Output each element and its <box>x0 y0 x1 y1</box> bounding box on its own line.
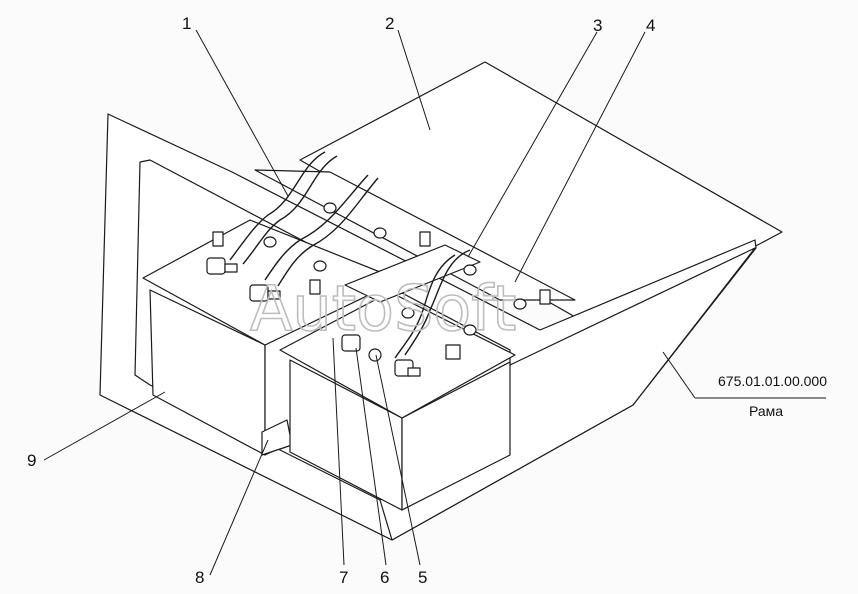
callout-9: 9 <box>27 451 36 470</box>
leader-lines <box>43 29 826 576</box>
mount-tabs <box>212 231 551 360</box>
callout-1: 1 <box>182 14 191 33</box>
terminal-right-1 <box>341 334 382 362</box>
cable-1 <box>229 151 326 261</box>
terminal-left-1 <box>206 257 238 275</box>
callout-6: 6 <box>380 568 389 587</box>
middle-bracket <box>344 244 481 303</box>
callout-2: 2 <box>385 14 394 33</box>
watermark-text: AutoSoft <box>250 272 516 345</box>
battery-caps <box>263 202 527 336</box>
cable-2b <box>277 177 379 287</box>
cable-1b <box>242 155 338 265</box>
part-name-label: Рама <box>749 403 783 419</box>
callout-3: 3 <box>593 16 602 35</box>
callout-4: 4 <box>646 16 655 35</box>
callout-5: 5 <box>418 568 427 587</box>
callout-7: 7 <box>339 568 348 587</box>
callout-8: 8 <box>195 568 204 587</box>
cable-4 <box>394 254 456 359</box>
cable-2 <box>264 174 369 281</box>
part-number-label: 675.01.01.00.000 <box>718 373 827 389</box>
terminal-right-2 <box>394 359 421 377</box>
cable-3 <box>404 249 471 356</box>
terminal-left-2 <box>249 284 281 302</box>
